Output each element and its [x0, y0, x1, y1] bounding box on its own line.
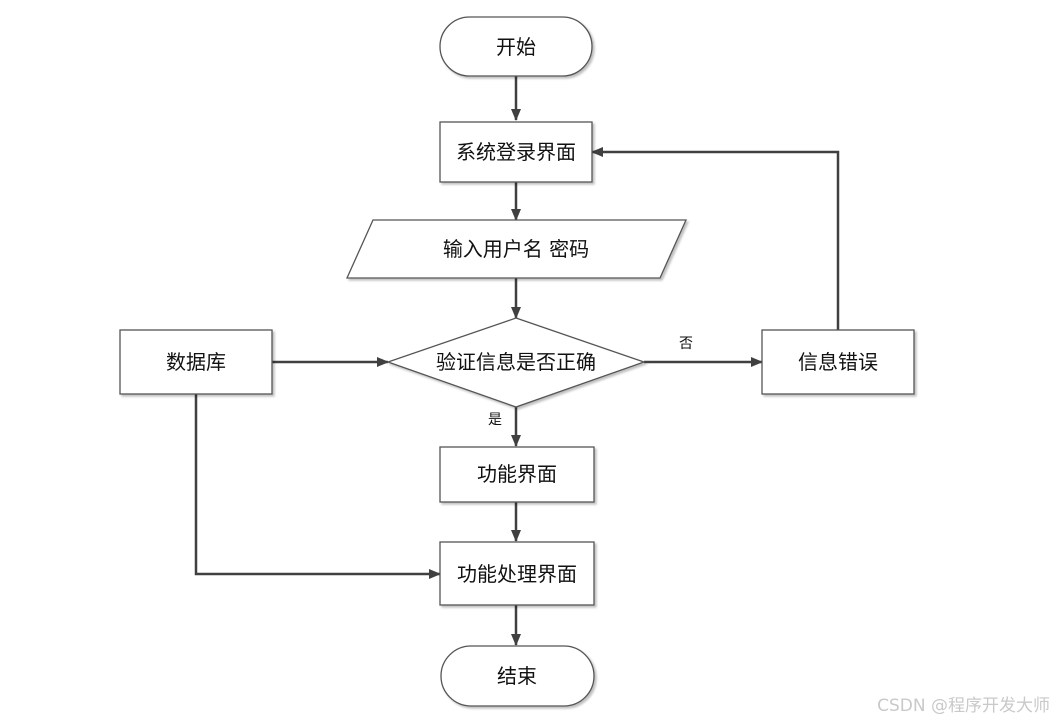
login-screen-label: 系统登录界面: [456, 140, 576, 164]
edge-database-to-process: [194, 394, 441, 579]
start-label: 开始: [496, 35, 536, 59]
edge-label-yes: 是: [488, 412, 502, 428]
end-label: 结束: [497, 664, 537, 688]
info-error-box: [761, 329, 915, 395]
input-credentials-parallelogram: [345, 219, 688, 279]
start-terminal-shape: [439, 16, 593, 77]
edge-error-to-login: [591, 147, 840, 330]
database-box: [119, 329, 273, 395]
login-screen-box: [439, 121, 593, 183]
function-process-label: 功能处理界面: [457, 562, 577, 586]
input-credentials-label: 输入用户名 密码: [443, 237, 589, 261]
database-label: 数据库: [166, 350, 226, 374]
verify-decision-diamond: [386, 317, 646, 408]
end-terminal-shape: [440, 645, 595, 707]
function-process-box: [439, 541, 595, 606]
csdn-watermark: CSDN @程序开发大师: [877, 696, 1050, 716]
edge-label-no: 否: [679, 336, 693, 352]
function-screen-label: 功能界面: [477, 462, 557, 486]
verify-label: 验证信息是否正确: [436, 350, 596, 374]
function-screen-box: [439, 446, 595, 503]
info-error-label: 信息错误: [798, 350, 878, 374]
